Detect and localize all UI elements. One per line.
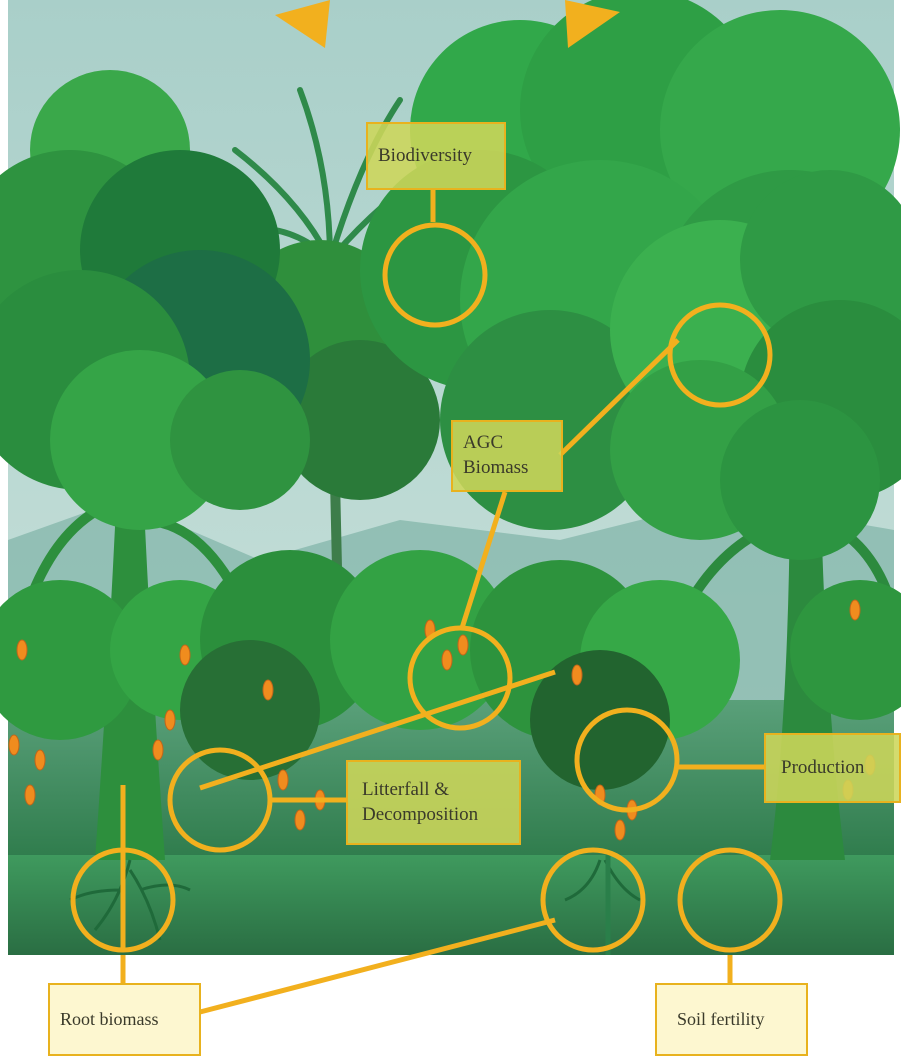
sun-arrow-left bbox=[275, 0, 330, 48]
production-text: Production bbox=[781, 756, 865, 778]
sun-arrow-right bbox=[565, 0, 620, 48]
biodiversity-circle bbox=[382, 222, 488, 328]
cocoa-litter-circle bbox=[407, 625, 513, 731]
soil-fertility-label: Soil fertility bbox=[655, 983, 808, 1056]
biodiversity-text: Biodiversity bbox=[378, 144, 472, 166]
production-label: Production bbox=[764, 733, 901, 803]
root-biomass-circle bbox=[70, 847, 176, 953]
highlight-circles bbox=[70, 222, 783, 953]
cocoa-shrubs bbox=[0, 550, 901, 790]
litterfall-text: Litterfall & bbox=[362, 778, 450, 800]
roots bbox=[69, 855, 641, 955]
sunlight-arrows bbox=[275, 0, 620, 48]
biomass-text: Biomass bbox=[463, 457, 529, 478]
agc-text: AGC bbox=[463, 432, 504, 454]
soil-fertility-text: Soil fertility bbox=[677, 1008, 765, 1029]
soil-fertility-circle bbox=[677, 847, 783, 953]
agc-biomass-circle bbox=[667, 302, 773, 408]
root-biomass-label: Root biomass bbox=[48, 983, 201, 1056]
bottom-connectors bbox=[120, 917, 556, 1015]
root-biomass-text: Root biomass bbox=[60, 1008, 159, 1029]
cocoa-root-circle bbox=[540, 847, 646, 953]
left-tree bbox=[0, 70, 310, 860]
production-circle bbox=[574, 707, 680, 813]
decomposition-text: Decomposition bbox=[362, 803, 479, 825]
litterfall-circle bbox=[167, 747, 273, 853]
litterfall-label: Litterfall & Decomposition bbox=[346, 760, 521, 845]
agc-biomass-label: AGC Biomass bbox=[451, 420, 563, 492]
biodiversity-label: Biodiversity bbox=[366, 122, 506, 190]
